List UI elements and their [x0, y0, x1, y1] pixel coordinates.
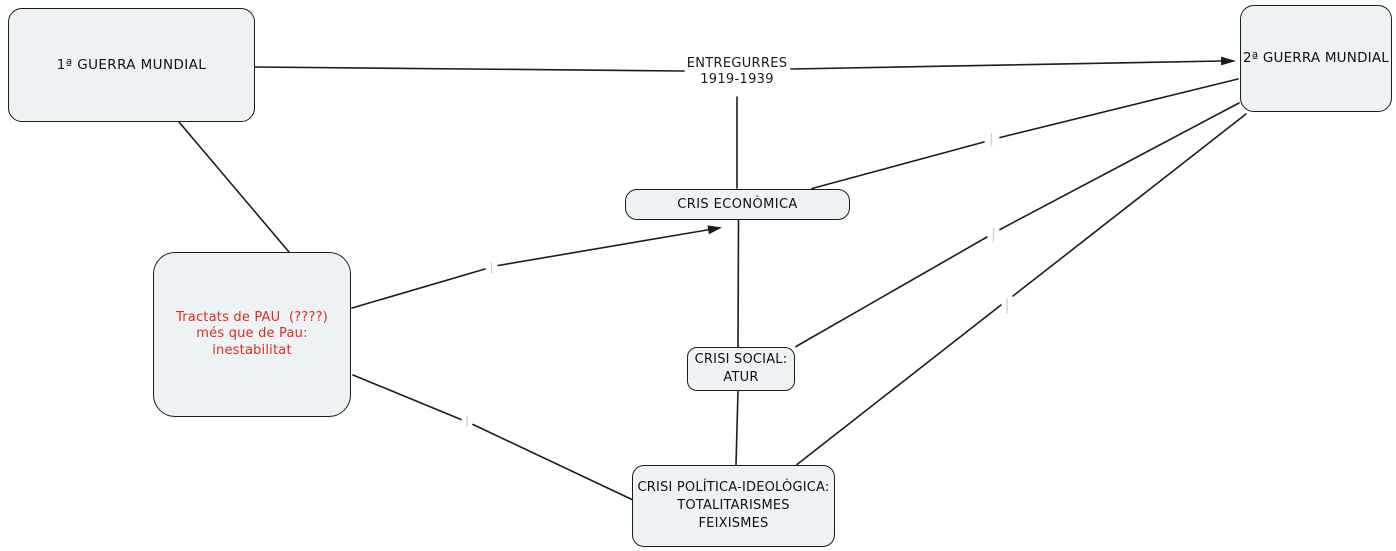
node-political-crisis-line3: FEIXISMES: [698, 516, 769, 531]
edge-treaties-political-b: [472, 423, 634, 501]
node-political-crisis-line1: CRISI POLÍTICA-IDEOLÒGICA:: [637, 480, 830, 495]
node-economic-crisis[interactable]: CRIS ECONÒMICA: [625, 189, 850, 220]
node-peace-treaties-line3: inestabilitat: [212, 342, 292, 358]
link-label-line2: 1919-1939: [700, 71, 774, 87]
link-label-interwar[interactable]: ENTREGURRES 1919-1939: [660, 56, 814, 87]
arrowhead-ww2: [1221, 56, 1236, 66]
node-political-crisis[interactable]: CRISI POLÍTICA-IDEOLÒGICA: TOTALITARISME…: [632, 465, 835, 547]
edge-economic-ww2-a: [811, 141, 985, 190]
edge-ww1-treaties: [178, 121, 290, 253]
node-second-world-war[interactable]: 2ª GUERRA MUNDIAL: [1240, 5, 1392, 112]
edge-economic-ww2-b: [999, 78, 1239, 139]
node-first-world-war-label: 1ª GUERRA MUNDIAL: [56, 56, 207, 73]
link-label-line1: ENTREGURRES: [686, 56, 788, 71]
node-social-crisis-line2: ATUR: [723, 370, 759, 385]
edge-social-political: [735, 390, 739, 466]
node-first-world-war[interactable]: 1ª GUERRA MUNDIAL: [8, 8, 255, 122]
node-peace-treaties-line1: Tractats de PAU (????): [176, 309, 328, 325]
edge-treaties-economic-a: [351, 268, 486, 309]
edge-ww1-ww2-right: [790, 60, 1223, 70]
edge-social-ww2-a: [795, 236, 988, 348]
edge-treaties-economic-b: [497, 228, 711, 267]
edge-treaties-political-a: [352, 374, 462, 421]
node-peace-treaties-line2: més que de Pau:: [196, 326, 308, 342]
node-peace-treaties[interactable]: Tractats de PAU (????) més que de Pau: i…: [153, 252, 351, 417]
node-political-crisis-line2: TOTALITARISMES: [677, 498, 790, 513]
edge-political-ww2-b: [1012, 113, 1247, 297]
arrowhead-economic: [707, 225, 722, 235]
edge-political-ww2-a: [796, 304, 1002, 466]
node-economic-crisis-label: CRIS ECONÒMICA: [677, 197, 798, 212]
node-second-world-war-label: 2ª GUERRA MUNDIAL: [1242, 50, 1389, 66]
edge-social-ww2-b: [999, 102, 1240, 231]
node-social-crisis[interactable]: CRISI SOCIAL: ATUR: [687, 347, 795, 391]
edge-ww1-ww2-left: [254, 66, 685, 72]
node-social-crisis-line1: CRISI SOCIAL:: [694, 352, 788, 367]
edge-economic-social: [737, 219, 740, 348]
